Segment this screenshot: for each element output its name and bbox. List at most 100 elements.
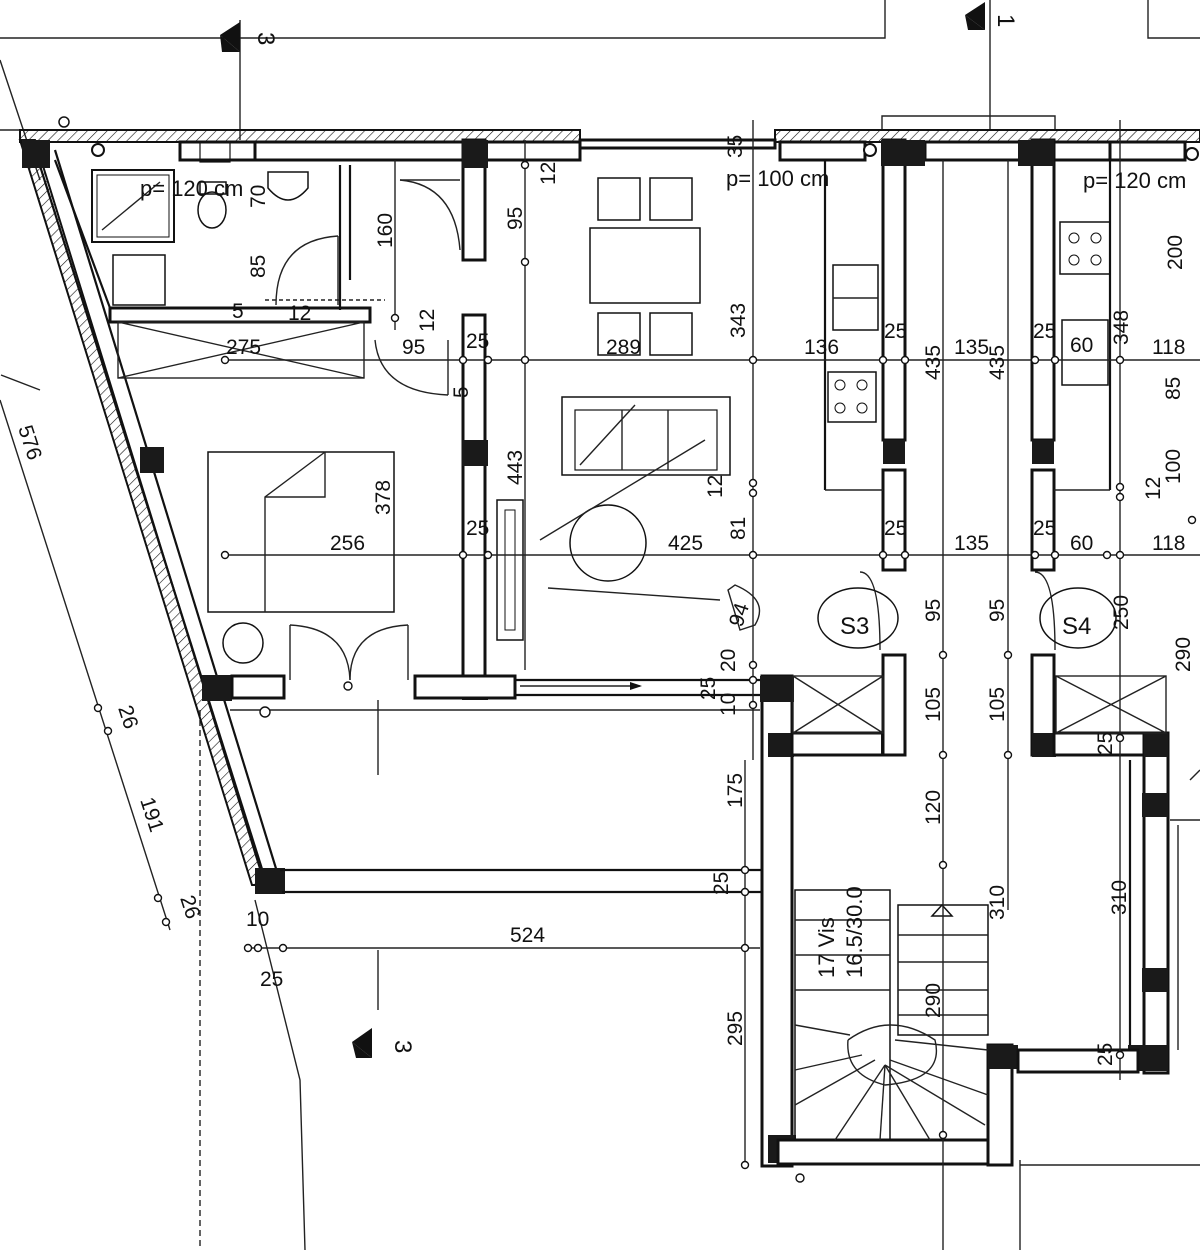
dimension-label: 256 [330, 532, 365, 555]
dimension-label: 443 [504, 450, 527, 485]
dimension-label: 295 [724, 1011, 747, 1046]
dimension-label: 135 [954, 336, 989, 359]
dimension-label: 12 [416, 309, 439, 332]
dimension-label: 25 [1094, 1043, 1117, 1066]
stair-size-label: 16.5/30.0 [842, 886, 867, 978]
dimension-label: 85 [247, 255, 270, 278]
dimension-label: 81 [727, 517, 750, 540]
notes: p= 120 cm p= 100 cm p= 120 cm [140, 166, 1186, 201]
section-marker-top-left: 3 [220, 22, 279, 52]
section-marker-top-right: 1 [965, 2, 1019, 30]
dimension-label: 95 [504, 207, 527, 230]
dimension-label: 35 [724, 135, 747, 158]
kitchen-right [1054, 160, 1112, 491]
dimension-label: 25 [1094, 732, 1117, 755]
section-label: 3 [252, 32, 279, 45]
dimension-label: 5 [450, 386, 473, 398]
dimension-label: 275 [226, 336, 261, 359]
dimension-label: 5 [232, 300, 244, 323]
dimension-label: 10 [246, 908, 269, 931]
dimension-label: 12 [537, 162, 560, 185]
dimension-label: 100 [1162, 449, 1185, 484]
sofa [561, 396, 731, 476]
hob [827, 371, 877, 423]
dimension-label: 12 [704, 475, 727, 498]
dimension-label: 25 [884, 517, 907, 540]
dimension-label: 25 [884, 320, 907, 343]
dimension-label: 425 [668, 532, 703, 555]
dimension-label: 25 [710, 872, 733, 895]
dimension-label: 25 [466, 330, 489, 353]
dimension-label: 348 [1110, 310, 1133, 345]
dimension-label: 120 [922, 790, 945, 825]
dimension-label: 12 [1142, 477, 1165, 500]
living-furniture [496, 177, 761, 641]
bathroom-fixtures [91, 141, 339, 306]
sink [1061, 319, 1109, 386]
dimension-label: 290 [1172, 637, 1195, 672]
dimension-label: 118 [1152, 532, 1185, 555]
dimension-label: 85 [1162, 377, 1185, 400]
dimension-label: 435 [986, 345, 1009, 380]
doors [289, 179, 1056, 681]
dimension-label: 118 [1152, 336, 1185, 359]
dimension-label: 435 [922, 345, 945, 380]
dimension-label: 191 [135, 794, 168, 834]
section-label: 1 [992, 14, 1019, 27]
dimension-label: 290 [922, 983, 945, 1018]
dimension-label: 310 [986, 885, 1009, 920]
dimension-label: 95 [402, 336, 425, 359]
dimension-label: 25 [1033, 517, 1056, 540]
parapet-note: p= 100 cm [726, 166, 829, 191]
kitchen-left [823, 160, 883, 491]
service-shafts [117, 321, 1167, 734]
shaft-marks: S3 S4 [817, 587, 1117, 649]
dimension-label: 94 [725, 600, 754, 630]
section-label: 3 [389, 1040, 416, 1053]
dimension-label: 70 [247, 185, 270, 208]
top-exterior-wall [19, 116, 1200, 162]
dimension-label: 26 [175, 892, 204, 921]
slanted-west-wall [18, 139, 285, 894]
dimension-label: 310 [1108, 880, 1131, 915]
dimension-label: 25 [697, 677, 720, 700]
dimension-label: 289 [606, 336, 641, 359]
stair-count-label: 17 Vis [814, 917, 839, 978]
dimension-label: 105 [986, 687, 1009, 722]
washing-machine [112, 254, 166, 306]
dimension-label: 250 [1110, 595, 1133, 630]
dimension-label: 135 [954, 532, 989, 555]
dimension-lines [0, 120, 1200, 1250]
dimension-label: 60 [1070, 532, 1093, 555]
dimension-label: 200 [1164, 235, 1187, 270]
dimension-label: 25 [466, 517, 489, 540]
dimension-label: 60 [1070, 334, 1093, 357]
nightstand-lamp [222, 622, 264, 664]
toilet [197, 191, 227, 229]
shaft-s4-label: S4 [1062, 613, 1091, 640]
dimension-label: 26 [113, 702, 142, 731]
dimension-label: 105 [922, 687, 945, 722]
dimension-label: 20 [717, 649, 740, 672]
dining-table [589, 227, 701, 304]
bedroom-furniture [207, 451, 395, 664]
dimension-label: 10 [717, 693, 740, 716]
dimension-label: 175 [724, 773, 747, 808]
dimension-label: 95 [922, 599, 945, 622]
parapet-note: p= 120 cm [140, 176, 243, 201]
dimension-label: 160 [374, 213, 397, 248]
dimension-label: 343 [727, 303, 750, 338]
dimension-label: 378 [372, 480, 395, 515]
dimension-label: 95 [986, 599, 1009, 622]
shower-tray [91, 169, 175, 243]
bed [207, 451, 395, 613]
dimension-label: 524 [510, 924, 545, 947]
staircase: 17 Vis 16.5/30.0 [794, 886, 989, 1141]
dimension-label: 12 [288, 302, 311, 325]
washbasin [267, 171, 309, 201]
dimension-label: 25 [260, 968, 283, 991]
shaft-s3-label: S3 [840, 613, 869, 640]
dimension-label: 136 [804, 336, 839, 359]
